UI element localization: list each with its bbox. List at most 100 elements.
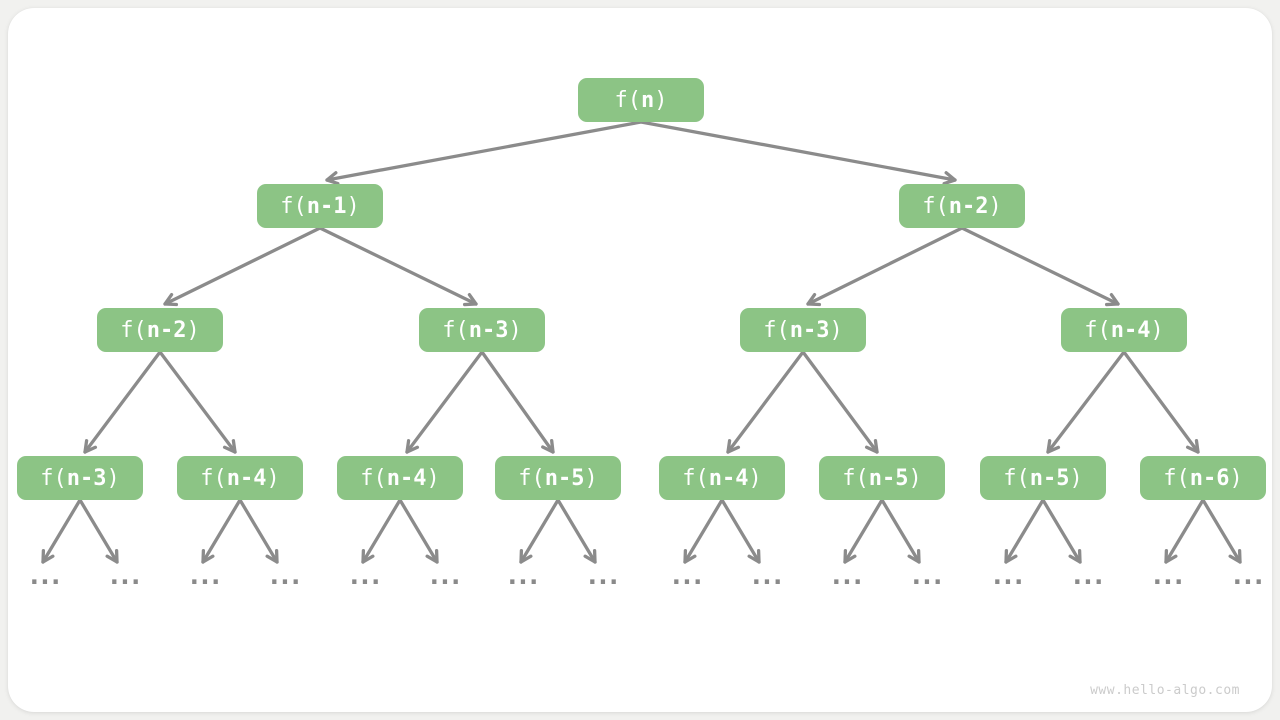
arrow-edge xyxy=(1201,498,1242,564)
node-l3-0-f-n-2: f(n-2) xyxy=(97,308,223,352)
label-suffix: ) xyxy=(508,317,522,343)
ellipsis: ... xyxy=(1229,561,1267,591)
label-prefix: f( xyxy=(922,193,949,219)
arrow-edge xyxy=(201,498,242,564)
arrow-edge xyxy=(1046,350,1126,454)
ellipsis: ... xyxy=(504,561,542,591)
label-suffix: ) xyxy=(186,317,200,343)
node-l4-0-f-n-3: f(n-3) xyxy=(17,456,143,500)
arrow-edge xyxy=(158,350,237,454)
label-prefix: f( xyxy=(360,465,387,491)
ellipsis: ... xyxy=(989,561,1027,591)
ellipsis: ... xyxy=(346,561,384,591)
arrow-edge xyxy=(519,498,560,564)
label-suffix: ) xyxy=(426,465,440,491)
leaf-arrows xyxy=(41,498,1242,564)
label-arg: n-3 xyxy=(468,317,509,343)
arrow-edge xyxy=(843,498,884,564)
label-arg: n-4 xyxy=(226,465,267,491)
label-arg: n-3 xyxy=(789,317,830,343)
label-prefix: f( xyxy=(682,465,709,491)
label-prefix: f( xyxy=(200,465,227,491)
label-suffix: ) xyxy=(1150,317,1164,343)
arrow-edge xyxy=(1164,498,1205,564)
label-arg: n-4 xyxy=(708,465,749,491)
arrow-edge xyxy=(801,350,879,454)
arrow-edge xyxy=(83,350,162,454)
label-suffix: ) xyxy=(988,193,1002,219)
label-prefix: f( xyxy=(1084,317,1111,343)
arrow-edge xyxy=(398,498,439,564)
label-suffix: ) xyxy=(584,465,598,491)
label-suffix: ) xyxy=(106,465,120,491)
arrow-edge xyxy=(806,226,964,307)
node-l3-1-f-n-3: f(n-3) xyxy=(419,308,545,352)
arrow-edge xyxy=(78,498,119,564)
label-suffix: ) xyxy=(266,465,280,491)
arrow-edge xyxy=(238,498,279,564)
arrow-edge xyxy=(880,498,921,564)
label-arg: n-5 xyxy=(544,465,585,491)
arrow-edge xyxy=(556,498,597,564)
ellipsis: ... xyxy=(584,561,622,591)
label-suffix: ) xyxy=(346,193,360,219)
label-arg: n-1 xyxy=(306,193,347,219)
arrow-edge xyxy=(726,350,805,454)
label-arg: n-5 xyxy=(1029,465,1070,491)
ellipsis: ... xyxy=(908,561,946,591)
arrow-edge xyxy=(1041,498,1082,564)
label-arg: n-4 xyxy=(386,465,427,491)
node-l4-6-f-n-5: f(n-5) xyxy=(980,456,1106,500)
node-l2-1-f-n-2: f(n-2) xyxy=(899,184,1025,228)
ellipsis: ... xyxy=(106,561,144,591)
arrow-edge xyxy=(41,498,82,564)
arrow-edge xyxy=(405,350,484,454)
arrow-edge xyxy=(325,120,643,186)
ellipsis: ... xyxy=(26,561,64,591)
node-l4-1-f-n-4: f(n-4) xyxy=(177,456,303,500)
label-prefix: f( xyxy=(1003,465,1030,491)
label-suffix: ) xyxy=(1069,465,1083,491)
node-l4-5-f-n-5: f(n-5) xyxy=(819,456,945,500)
label-suffix: ) xyxy=(1229,465,1243,491)
label-arg: n xyxy=(641,87,655,113)
ellipsis: ... xyxy=(668,561,706,591)
node-l2-0-f-n-1: f(n-1) xyxy=(257,184,383,228)
ellipsis: ... xyxy=(1069,561,1107,591)
label-prefix: f( xyxy=(763,317,790,343)
ellipsis: ... xyxy=(828,561,866,591)
arrow-edge xyxy=(1122,350,1200,454)
label-prefix: f( xyxy=(40,465,67,491)
label-arg: n-2 xyxy=(146,317,187,343)
ellipsis: ... xyxy=(266,561,304,591)
tree-arrows xyxy=(83,120,1200,454)
label-arg: n-4 xyxy=(1110,317,1151,343)
diagram-canvas xyxy=(8,8,1272,712)
arrow-edge xyxy=(639,120,957,186)
label-arg: n-6 xyxy=(1189,465,1230,491)
node-l1-f-n: f(n) xyxy=(578,78,704,122)
node-l4-2-f-n-4: f(n-4) xyxy=(337,456,463,500)
label-prefix: f( xyxy=(280,193,307,219)
label-prefix: f( xyxy=(1163,465,1190,491)
arrow-edge xyxy=(480,350,555,454)
label-prefix: f( xyxy=(614,87,642,113)
ellipsis: ... xyxy=(426,561,464,591)
arrow-edge xyxy=(683,498,724,564)
label-arg: n-5 xyxy=(868,465,909,491)
ellipsis: ... xyxy=(1149,561,1187,591)
arrow-edge xyxy=(361,498,402,564)
label-prefix: f( xyxy=(518,465,545,491)
node-l3-3-f-n-4: f(n-4) xyxy=(1061,308,1187,352)
label-suffix: ) xyxy=(654,87,668,113)
label-arg: n-3 xyxy=(66,465,107,491)
label-suffix: ) xyxy=(829,317,843,343)
label-prefix: f( xyxy=(442,317,469,343)
arrow-edge xyxy=(318,226,478,307)
arrow-edge xyxy=(960,226,1120,307)
ellipsis: ... xyxy=(186,561,224,591)
node-l4-3-f-n-5: f(n-5) xyxy=(495,456,621,500)
label-suffix: ) xyxy=(908,465,922,491)
label-prefix: f( xyxy=(120,317,147,343)
